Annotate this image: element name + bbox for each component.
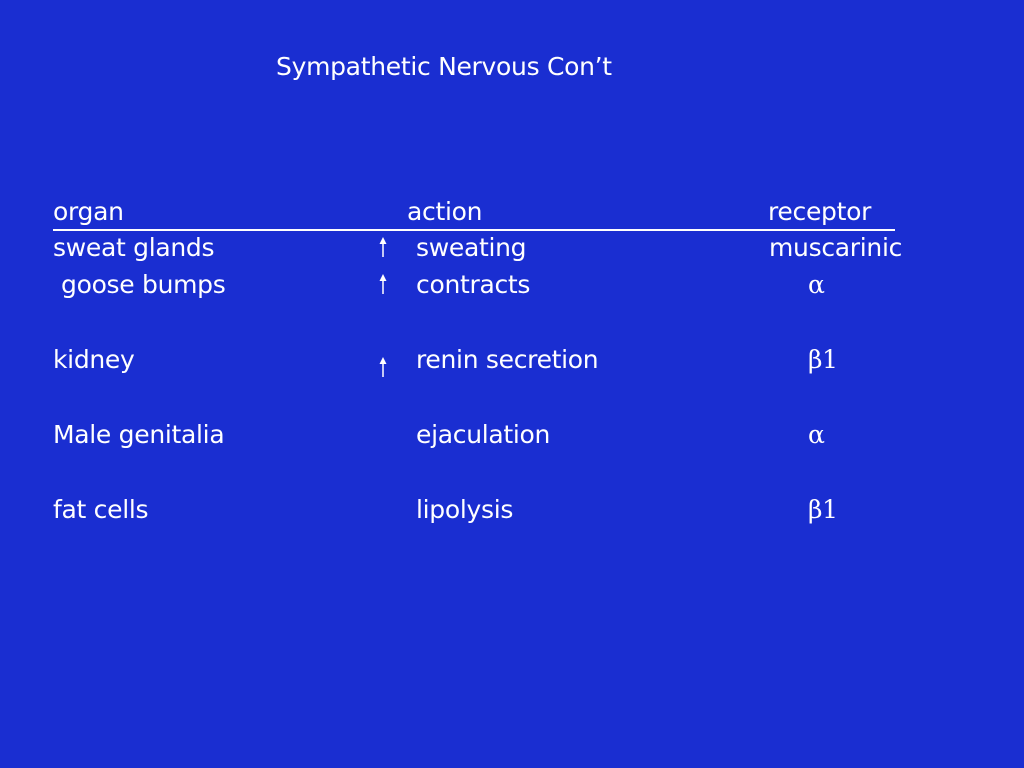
header-receptor: receptor [768, 197, 872, 226]
up-arrow-icon [379, 274, 387, 294]
table-row: goose bumps contracts α [53, 270, 953, 304]
receptor-cell: α [808, 420, 825, 449]
receptor-cell: β1 [808, 495, 838, 524]
receptor-cell: β1 [808, 345, 838, 374]
action-cell: sweating [416, 233, 527, 262]
organ-cell: sweat glands [53, 233, 215, 262]
table-row: kidney renin secretion β1 [53, 345, 953, 379]
organ-cell: kidney [53, 345, 135, 374]
action-cell: contracts [416, 270, 531, 299]
action-cell: ejaculation [416, 420, 551, 449]
receptor-cell: α [808, 270, 825, 299]
up-arrow-icon [379, 237, 387, 257]
header-organ: organ [53, 197, 124, 226]
slide-title: Sympathetic Nervous Con’t [276, 52, 612, 81]
organ-cell: fat cells [53, 495, 149, 524]
action-cell: lipolysis [416, 495, 514, 524]
table-row: sweat glands sweating muscarinic [53, 233, 953, 267]
action-cell: renin secretion [416, 345, 599, 374]
table-row: fat cells lipolysis β1 [53, 495, 953, 529]
table-header: organ action receptor [53, 197, 895, 231]
up-arrow-icon [379, 357, 387, 377]
organ-cell: goose bumps [61, 270, 226, 299]
table-row: Male genitalia ejaculation α [53, 420, 953, 454]
organ-cell: Male genitalia [53, 420, 225, 449]
receptor-cell: muscarinic [769, 233, 903, 262]
header-action: action [407, 197, 483, 226]
